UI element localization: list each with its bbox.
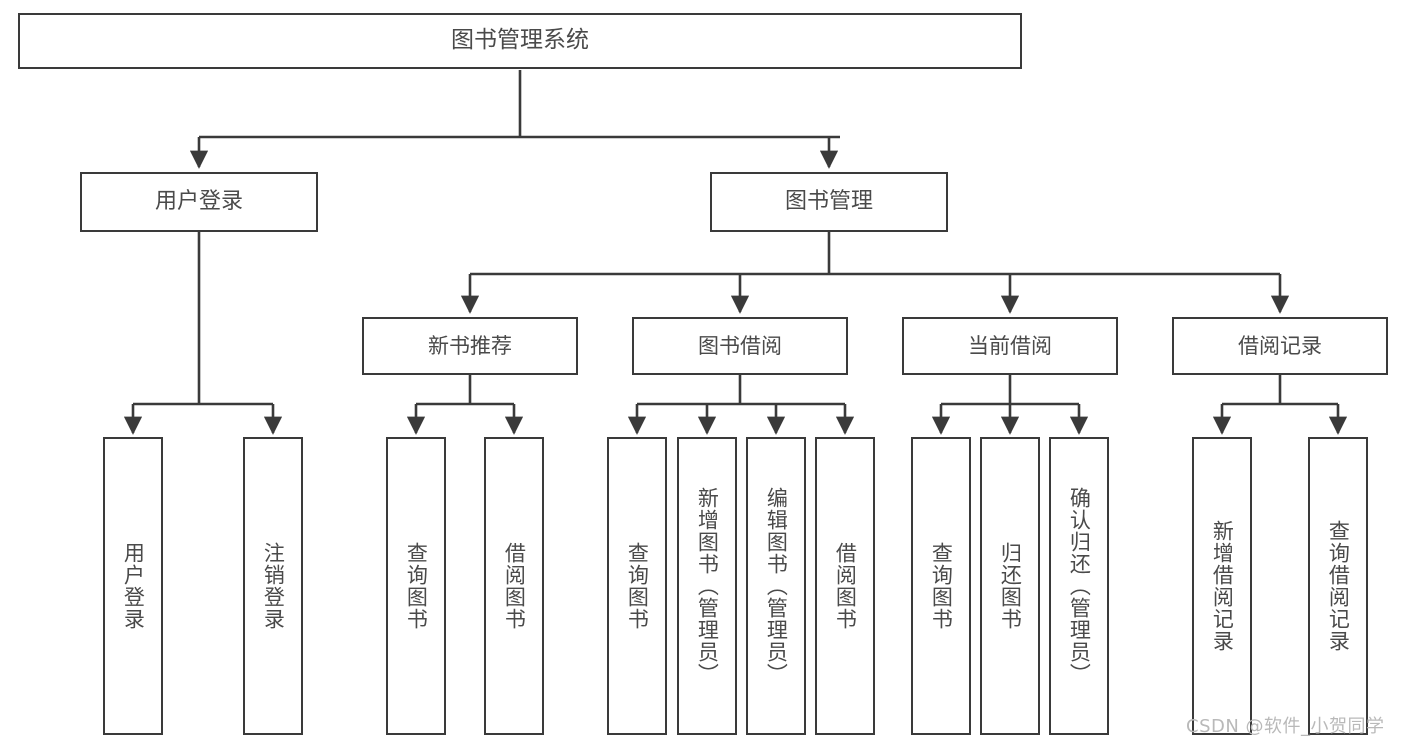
leaf-user-logout-label: 注销登录 xyxy=(261,542,286,630)
leaf-add-record[interactable]: 新增借阅记录 xyxy=(1192,437,1252,735)
leaf-user-login[interactable]: 用户登录 xyxy=(103,437,163,735)
node-current-borrow-label: 当前借阅 xyxy=(968,333,1052,358)
leaf-confirm-return-label: 确认归还（管理员） xyxy=(1067,487,1092,685)
node-book-borrow[interactable]: 图书借阅 xyxy=(632,317,848,375)
node-new-book-recommend-label: 新书推荐 xyxy=(428,333,512,358)
leaf-query-book-3[interactable]: 查询图书 xyxy=(911,437,971,735)
node-book-borrow-label: 图书借阅 xyxy=(698,333,782,358)
leaf-user-login-label: 用户登录 xyxy=(121,542,146,630)
leaf-add-record-label: 新增借阅记录 xyxy=(1210,520,1235,652)
watermark: CSDN @软件_小贺同学 xyxy=(1186,716,1385,737)
leaf-query-book-2[interactable]: 查询图书 xyxy=(607,437,667,735)
leaf-add-book[interactable]: 新增图书（管理员） xyxy=(677,437,737,735)
leaf-user-logout[interactable]: 注销登录 xyxy=(243,437,303,735)
node-book-management-label: 图书管理 xyxy=(784,189,873,215)
leaf-return-book-label: 归还图书 xyxy=(998,542,1023,630)
node-new-book-recommend[interactable]: 新书推荐 xyxy=(362,317,578,375)
node-book-management[interactable]: 图书管理 xyxy=(710,172,948,232)
leaf-query-book-1[interactable]: 查询图书 xyxy=(386,437,446,735)
leaf-edit-book[interactable]: 编辑图书（管理员） xyxy=(746,437,806,735)
node-user-login-label: 用户登录 xyxy=(154,189,243,215)
leaf-query-book-3-label: 查询图书 xyxy=(929,542,954,630)
node-borrow-record[interactable]: 借阅记录 xyxy=(1172,317,1388,375)
leaf-query-record-label: 查询借阅记录 xyxy=(1326,520,1351,652)
leaf-query-book-1-label: 查询图书 xyxy=(404,542,429,630)
node-user-login[interactable]: 用户登录 xyxy=(80,172,318,232)
node-root[interactable]: 图书管理系统 xyxy=(18,13,1022,69)
node-borrow-record-label: 借阅记录 xyxy=(1238,333,1322,358)
node-root-label: 图书管理系统 xyxy=(451,27,589,54)
leaf-query-record[interactable]: 查询借阅记录 xyxy=(1308,437,1368,735)
leaf-query-book-2-label: 查询图书 xyxy=(625,542,650,630)
leaf-borrow-book-2-label: 借阅图书 xyxy=(833,542,858,630)
leaf-borrow-book-1[interactable]: 借阅图书 xyxy=(484,437,544,735)
leaf-return-book[interactable]: 归还图书 xyxy=(980,437,1040,735)
leaf-borrow-book-2[interactable]: 借阅图书 xyxy=(815,437,875,735)
leaf-confirm-return[interactable]: 确认归还（管理员） xyxy=(1049,437,1109,735)
node-current-borrow[interactable]: 当前借阅 xyxy=(902,317,1118,375)
leaf-edit-book-label: 编辑图书（管理员） xyxy=(764,487,789,685)
leaf-borrow-book-1-label: 借阅图书 xyxy=(502,542,527,630)
leaf-add-book-label: 新增图书（管理员） xyxy=(695,487,720,685)
